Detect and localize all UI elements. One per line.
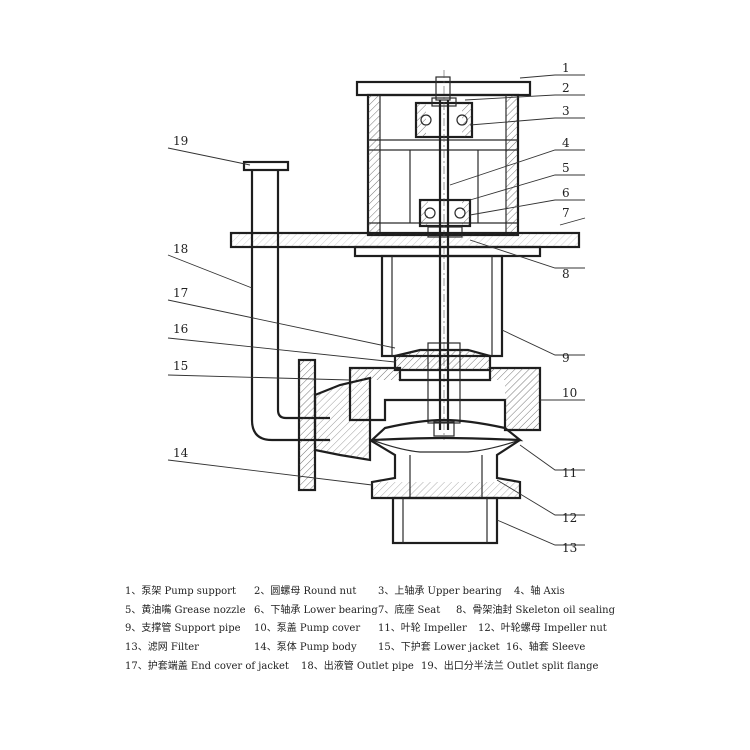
- legend-item-5: 5、黄油嘴 Grease nozzle: [125, 604, 246, 616]
- legend-item-13: 13、滤网 Filter: [125, 642, 199, 654]
- legend-item-9: 9、支撑管 Support pipe: [125, 623, 241, 635]
- parts-legend: 1、泵架 Pump support 2、圆螺母 Round nut 3、上轴承 …: [125, 583, 725, 676]
- legend-row: 13、滤网 Filter 14、泵体 Pump body 15、下护套 Lowe…: [125, 639, 725, 658]
- legend-item-14: 14、泵体 Pump body: [254, 642, 357, 654]
- legend-item-18: 18、出液管 Outlet pipe: [301, 660, 414, 672]
- legend-item-10: 10、泵盖 Pump cover: [254, 623, 361, 635]
- legend-item-17: 17、护套端盖 End cover of jacket: [125, 660, 289, 672]
- callout-17: 17: [173, 286, 188, 300]
- filter-screen: [391, 496, 499, 545]
- legend-item-3: 3、上轴承 Upper bearing: [378, 586, 502, 598]
- seat-plate: [229, 231, 581, 258]
- callout-13: 13: [562, 541, 577, 555]
- support-pipe: [380, 254, 504, 358]
- legend-row: 17、护套端盖 End cover of jacket 18、出液管 Outle…: [125, 657, 725, 676]
- legend-item-16: 16、轴套 Sleeve: [506, 642, 586, 654]
- legend-item-7: 7、底座 Seat: [378, 604, 441, 616]
- callout-8: 8: [562, 267, 570, 281]
- legend-item-6: 6、下轴承 Lower bearing: [254, 604, 378, 616]
- legend-row: 9、支撑管 Support pipe 10、泵盖 Pump cover 11、叶…: [125, 620, 725, 639]
- callout-1: 1: [562, 61, 570, 75]
- pump-support-frame: [355, 80, 532, 237]
- callout-numbers: 1 2 3 4 5 6 7 8 9 10 11 12 13 14 15 16 1…: [173, 61, 577, 555]
- legend-item-12: 12、叶轮螺母 Impeller nut: [478, 623, 607, 635]
- callout-2: 2: [562, 81, 570, 95]
- callout-19: 19: [173, 134, 188, 148]
- callout-15: 15: [173, 359, 188, 373]
- callout-18: 18: [173, 242, 188, 256]
- callout-4: 4: [562, 136, 570, 150]
- legend-item-11: 11、叶轮 Impeller: [378, 623, 467, 635]
- callout-10: 10: [562, 386, 577, 400]
- leader-lines: [167, 74, 586, 546]
- callout-11: 11: [562, 466, 577, 480]
- callout-16: 16: [173, 322, 188, 336]
- callout-9: 9: [562, 351, 570, 365]
- legend-item-4: 4、轴 Axis: [514, 586, 565, 598]
- pump-cross-section-diagram: 1 2 3 4 5 6 7 8 9 10 11 12 13 14 15 16 1…: [167, 61, 586, 555]
- callout-12: 12: [562, 511, 577, 525]
- shaft-axis: [435, 70, 451, 440]
- legend-item-8: 8、骨架油封 Skeleton oil sealing: [456, 604, 615, 616]
- callout-14: 14: [173, 446, 189, 460]
- legend-item-15: 15、下护套 Lower jacket: [378, 642, 500, 654]
- outlet-pipe: [242, 160, 330, 442]
- pump-body: [297, 342, 542, 500]
- callout-5: 5: [562, 161, 570, 175]
- callout-6: 6: [562, 186, 570, 200]
- legend-item-1: 1、泵架 Pump support: [125, 586, 236, 598]
- legend-item-19: 19、出口分半法兰 Outlet split flange: [421, 660, 599, 672]
- callout-7: 7: [562, 206, 570, 220]
- legend-row: 5、黄油嘴 Grease nozzle 6、下轴承 Lower bearing …: [125, 602, 725, 621]
- legend-item-2: 2、圆螺母 Round nut: [254, 586, 357, 598]
- callout-3: 3: [562, 104, 570, 118]
- legend-row: 1、泵架 Pump support 2、圆螺母 Round nut 3、上轴承 …: [125, 583, 725, 602]
- lower-bearing-assembly: [418, 198, 472, 238]
